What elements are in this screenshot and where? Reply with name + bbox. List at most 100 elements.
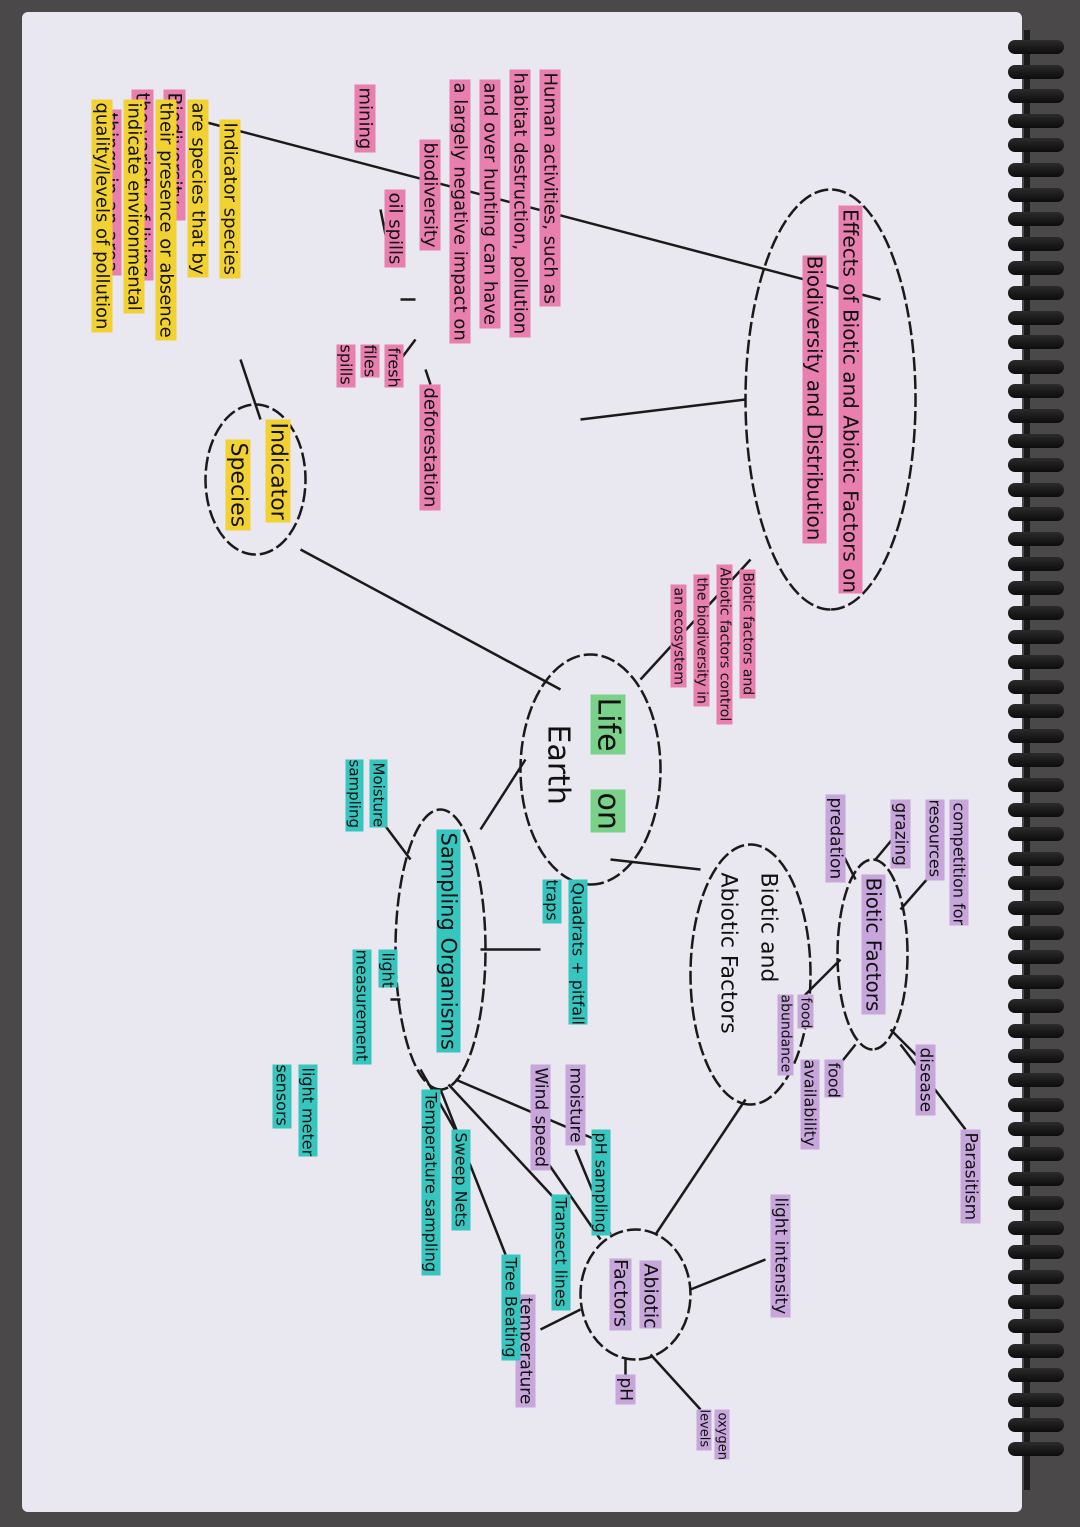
biotic-cloud [836, 858, 909, 1051]
impact-deforestation: deforestation [419, 384, 441, 511]
spiral-ring [1008, 802, 1064, 817]
spiral-ring [1008, 409, 1064, 423]
indicator-cloud [204, 403, 307, 556]
spiral-ring [1008, 1245, 1064, 1260]
human-activities-4: a largely negative impact on [449, 79, 471, 344]
biotic-disease: disease [915, 1044, 936, 1116]
indicator-text-5: quality/levels of pollution [91, 99, 113, 333]
link-abiotic-light [690, 1258, 766, 1291]
human-activities-3: and over hunting can have [479, 79, 501, 329]
abiotic-wind-speed: Wind speed [530, 1064, 551, 1170]
spiral-ring [1008, 925, 1064, 940]
spiral-ring [1008, 1048, 1064, 1063]
biotic-competition: competition for resources [925, 799, 969, 926]
effect-note-1: Biotic factors and [739, 569, 756, 699]
spiral-ring [1008, 433, 1064, 448]
spiral-ring [1008, 64, 1064, 79]
link-impact-deforestation [424, 369, 432, 385]
biotic-predation: predation [825, 794, 846, 883]
sampling-moisture: Moisture sampling [343, 759, 391, 840]
spiral-ring [1008, 310, 1064, 325]
abiotic-moisture: moisture [565, 1064, 586, 1146]
impact-mining: mining [354, 84, 376, 153]
link-biodiversity-definition [195, 118, 881, 301]
spiral-ring [1008, 581, 1064, 596]
sampling-tree-beating: Tree Beating [501, 1254, 521, 1361]
spiral-ring [1008, 1196, 1064, 1211]
spiral-ring [1008, 704, 1064, 719]
center-node-line3: Earth [540, 724, 576, 805]
spiral-ring [1008, 901, 1064, 915]
abiotic-cloud [579, 1228, 692, 1361]
biodiversity-heading: Effects of Biotic and Abiotic Factors on… [797, 200, 869, 600]
link-center-sampling [479, 758, 527, 831]
spiral-ring [1008, 876, 1064, 891]
spiral-ring [1008, 1393, 1064, 1407]
spiral-ring [1008, 630, 1064, 645]
spiral-ring [1008, 1417, 1064, 1432]
spiral-ring [1008, 1220, 1064, 1235]
effect-note-3: the biodiversity in [693, 574, 710, 707]
indicator-text-4: indicate environmental [123, 99, 145, 314]
impact-fresh-files: fresh files spills [336, 344, 404, 388]
biotic-grazing: grazing [890, 799, 911, 869]
sampling-temperature: Temperature sampling [421, 1089, 441, 1276]
link-abiotic-oxygen [649, 1353, 702, 1411]
indicator-node-line1: Indicator [265, 419, 291, 523]
sampling-quadrats: Quadrats + pitfall traps [542, 879, 588, 1025]
link-sampling-tree [439, 1089, 507, 1255]
spiral-ring [1008, 950, 1064, 965]
spiral-ring [1008, 679, 1064, 694]
human-activities-1: Human activities, such as [539, 69, 561, 307]
sampling-ph: pH sampling [591, 1129, 611, 1236]
spiral-ring [1008, 1343, 1064, 1358]
biotic-abiotic-cloud [689, 843, 812, 1106]
spiral-ring [1008, 335, 1064, 350]
spiral-ring [1008, 187, 1064, 202]
biotic-food-abundance: food abundance [776, 994, 816, 1085]
link-indicator-text [239, 359, 262, 420]
spiral-ring [1008, 1122, 1064, 1137]
spiral-ring [1008, 212, 1064, 227]
center-node-line1: Life [590, 694, 626, 755]
effect-note-2: Abiotic factors control [716, 564, 733, 725]
spiral-ring [1008, 532, 1064, 546]
spiral-ring [1008, 286, 1064, 300]
spiral-ring [1008, 89, 1064, 104]
spiral-ring [1008, 236, 1064, 251]
spiral-ring [1008, 163, 1064, 177]
spiral-ring [1008, 1294, 1064, 1309]
sampling-node: Sampling Organisms [436, 829, 461, 1053]
spiral-ring [1008, 827, 1064, 842]
spiral-binding-icon [1000, 40, 1070, 1480]
spiral-ring [1008, 999, 1064, 1014]
link-abiotic-wind [544, 1158, 602, 1241]
spiral-ring [1008, 655, 1064, 669]
spiral-ring [1008, 113, 1064, 128]
link-sampling-sweep [419, 1068, 462, 1141]
spiral-ring [1008, 1024, 1064, 1038]
biotic-abiotic-node-line2: Abiotic Factors [715, 872, 741, 1034]
link-center-indicator [299, 548, 562, 691]
spiral-ring [1008, 753, 1064, 768]
sampling-sweep-nets: Sweep Nets [451, 1129, 471, 1231]
sampling-light-meter: light meter sensors [272, 1064, 318, 1157]
link-center-biotic-abiotic [610, 858, 701, 871]
indicator-text-2: are species that by [187, 99, 209, 278]
spiral-ring [1008, 728, 1064, 743]
spiral-ring [1008, 1319, 1064, 1334]
link-biodiversity-human [580, 398, 746, 421]
spiral-ring [1008, 974, 1064, 989]
spiral-ring [1008, 507, 1064, 522]
spiral-ring [1008, 40, 1064, 54]
spiral-ring [1008, 482, 1064, 497]
spiral-ring [1008, 1073, 1064, 1088]
abiotic-ph: pH [615, 1374, 636, 1405]
link-bioab-biotic [799, 958, 842, 1001]
effect-note-4: an ecosystem [670, 584, 687, 688]
link-sampling-transect [447, 1083, 557, 1201]
spiral-ring [1008, 1442, 1064, 1457]
indicator-node-line2: Species [225, 439, 251, 531]
